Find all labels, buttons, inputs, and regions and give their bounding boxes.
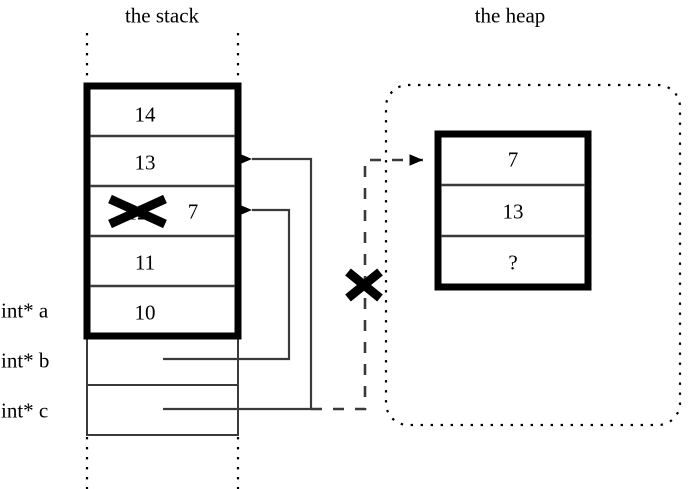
x-strikethrough-icon	[108, 194, 167, 229]
stack-frame-box	[83, 82, 242, 340]
pointer-b-arrow	[163, 204, 291, 361]
stack-cell-value-13: 13	[134, 150, 156, 175]
x-cross-icon	[345, 268, 383, 302]
stack-lower-rows-box	[86, 335, 239, 436]
heap-cell-value-7: 7	[507, 147, 519, 172]
stack-cell-value-10: 10	[134, 300, 156, 325]
pointer-c-arrow-to-stack	[163, 153, 313, 411]
heap-cell-value-13: 13	[502, 199, 524, 224]
stack-cell-value-11: 11	[134, 250, 156, 275]
heap-title: the heap	[474, 3, 546, 28]
stack-cell-value-12-struck: 12	[126, 200, 148, 225]
stack-cell-value-7-new: 7	[187, 199, 199, 224]
stack-label-int-b: int* b	[1, 348, 50, 373]
heap-box	[434, 130, 592, 291]
stack-cell-value-14: 14	[134, 102, 156, 127]
heap-cell-value-question: ?	[508, 250, 518, 275]
heap-region-outline	[384, 83, 682, 427]
stack-label-int-a: int* a	[1, 298, 49, 323]
stack-title: the stack	[124, 3, 200, 28]
stack-label-int-c: int* c	[1, 398, 49, 423]
